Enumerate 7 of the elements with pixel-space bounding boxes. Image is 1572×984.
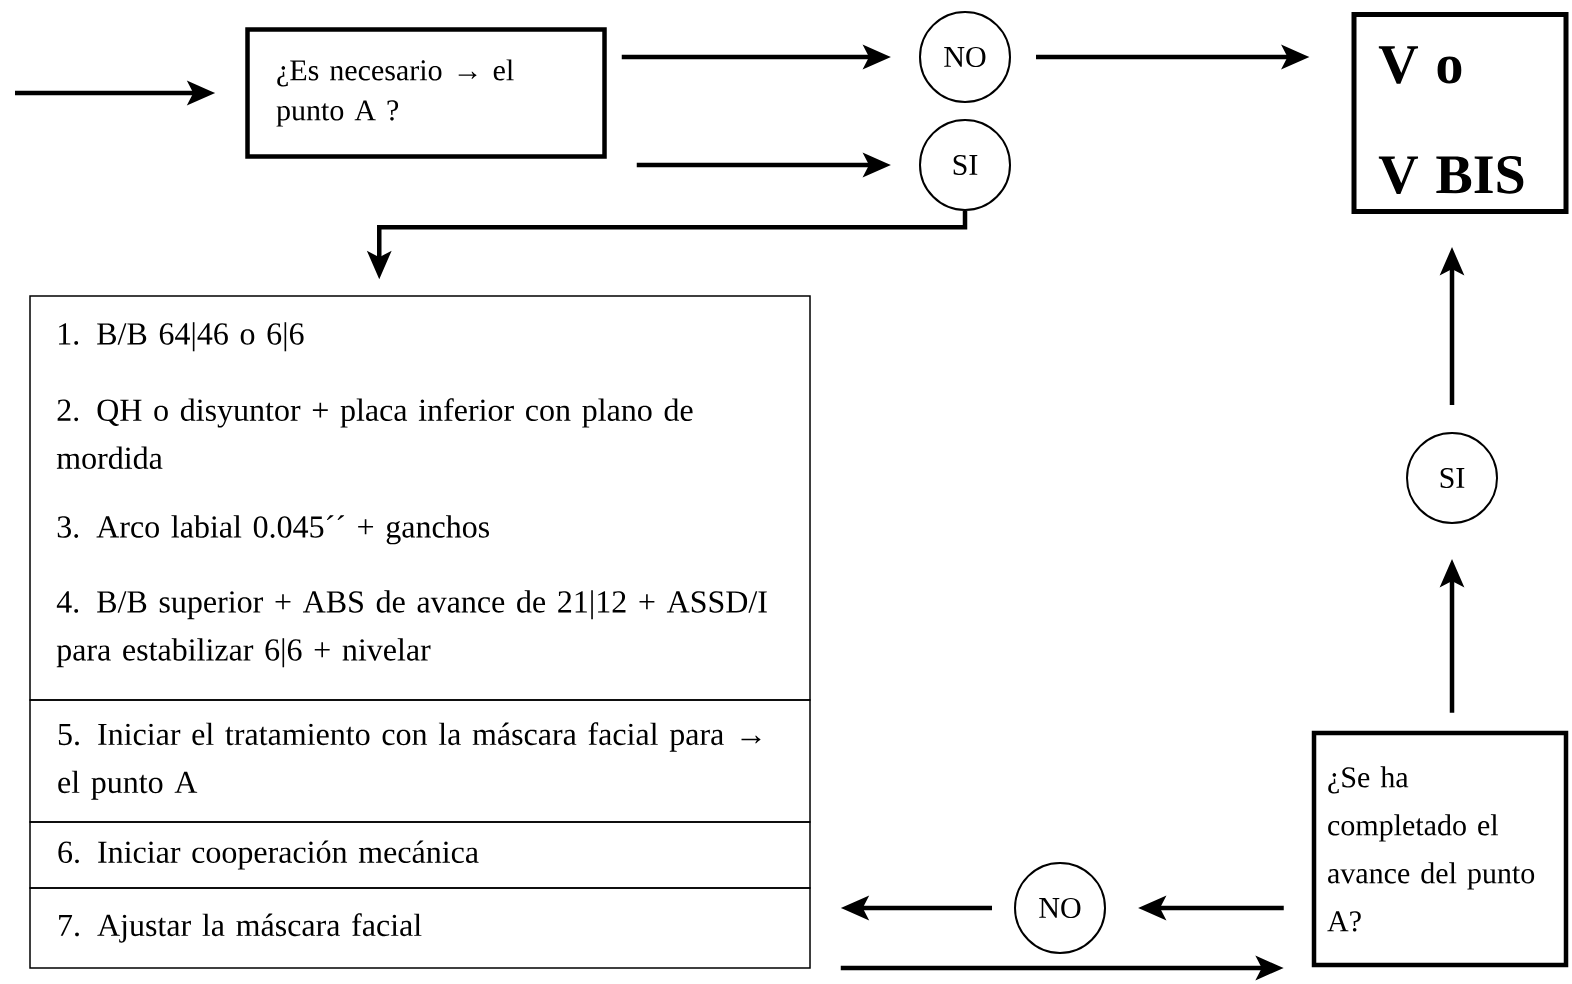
step-box: 5. Iniciar el tratamiento con la máscara facial para → el punto A <box>29 699 811 823</box>
steps-box: 1. B/B 64|46 o 6|6 2. QH o disyuntor + placa inferior con plano de mordida 3. Arco labial 0.045´´ + ganchos 4. B/B superior + ABS de avance de 21|12 + ASSD/I para estabilizar 6|6 + nivelar <box>29 295 811 701</box>
step-box: 6. Iniciar cooperación mecánica <box>29 821 811 889</box>
step-box: 7. Ajustar la máscara facial <box>29 887 811 969</box>
question-box: ¿Se ha completado el avance del punto A? <box>1311 730 1569 968</box>
question-box: ¿Es necesario → el punto A ? <box>245 27 607 159</box>
result-box: V o V BIS <box>1351 12 1569 214</box>
